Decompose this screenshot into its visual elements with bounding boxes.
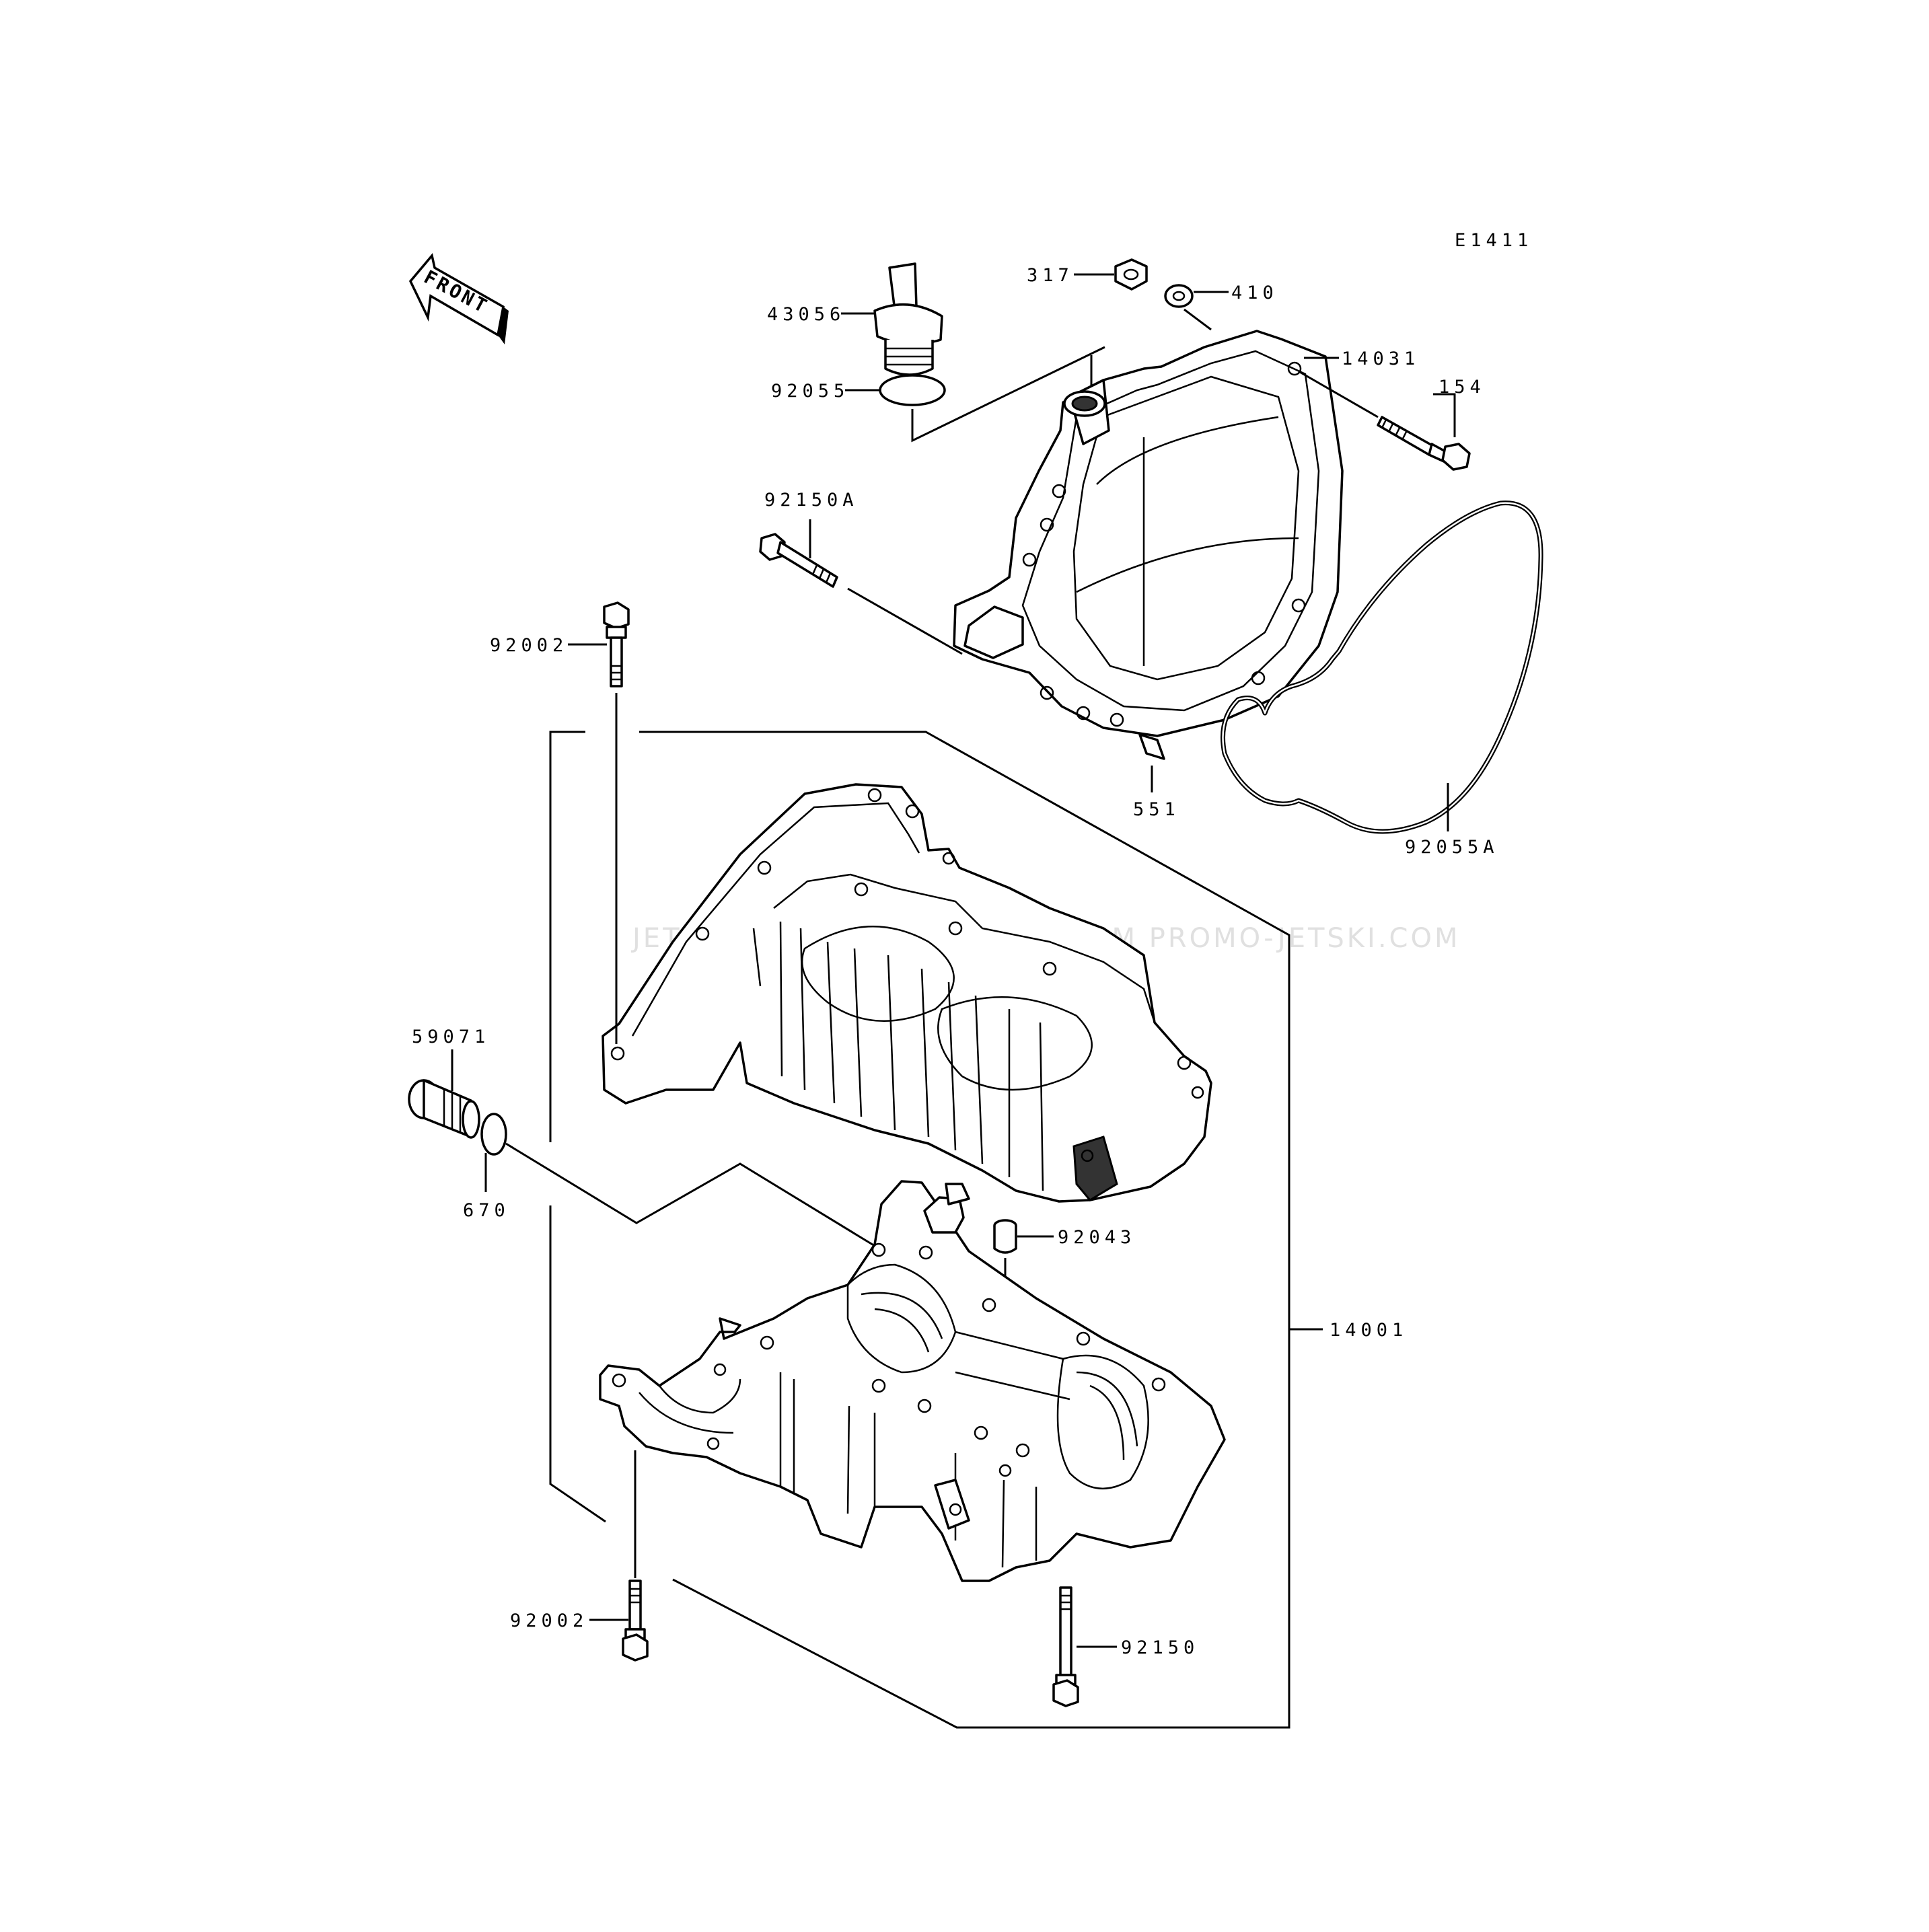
label-154: 154 [1439,377,1486,398]
dowel-92043-part [993,1219,1017,1254]
label-92150A: 92150A [764,490,859,511]
bolt-92002-top-part [603,601,630,688]
bolt-154-part [1377,416,1471,471]
upper-crankcase-half-part [602,783,1212,1203]
nut-part [1114,258,1148,291]
front-arrow-icon: FRONT [408,253,509,344]
drain-plug-part [408,1079,480,1139]
label-14031: 14031 [1342,348,1420,369]
flywheel-cover-part [953,330,1344,737]
washer-part [1164,284,1194,308]
bolt-92150A-part [759,533,838,588]
label-317: 317 [1027,265,1074,286]
label-43056: 43056 [767,304,845,325]
oil-filler-cap-part [873,262,943,376]
label-410: 410 [1231,283,1278,303]
lower-crankcase-half-part [599,1180,1226,1582]
o-ring-670-part [480,1113,507,1156]
figure-code: E1411 [1455,230,1533,251]
label-92002-bottom: 92002 [510,1610,588,1631]
label-59071: 59071 [412,1027,490,1047]
label-551: 551 [1133,799,1180,820]
label-92002-top: 92002 [490,635,568,656]
bolt-92150-part [1052,1586,1079,1707]
label-92055A: 92055A [1405,837,1499,858]
o-ring-part [879,374,946,406]
label-92055: 92055 [771,381,849,402]
label-670: 670 [463,1200,510,1221]
label-92150: 92150 [1121,1637,1199,1658]
dowel-pin-part [1138,733,1165,760]
bolt-92002-bottom-part [622,1580,649,1662]
label-14001: 14001 [1330,1320,1408,1341]
label-92043: 92043 [1058,1227,1136,1248]
